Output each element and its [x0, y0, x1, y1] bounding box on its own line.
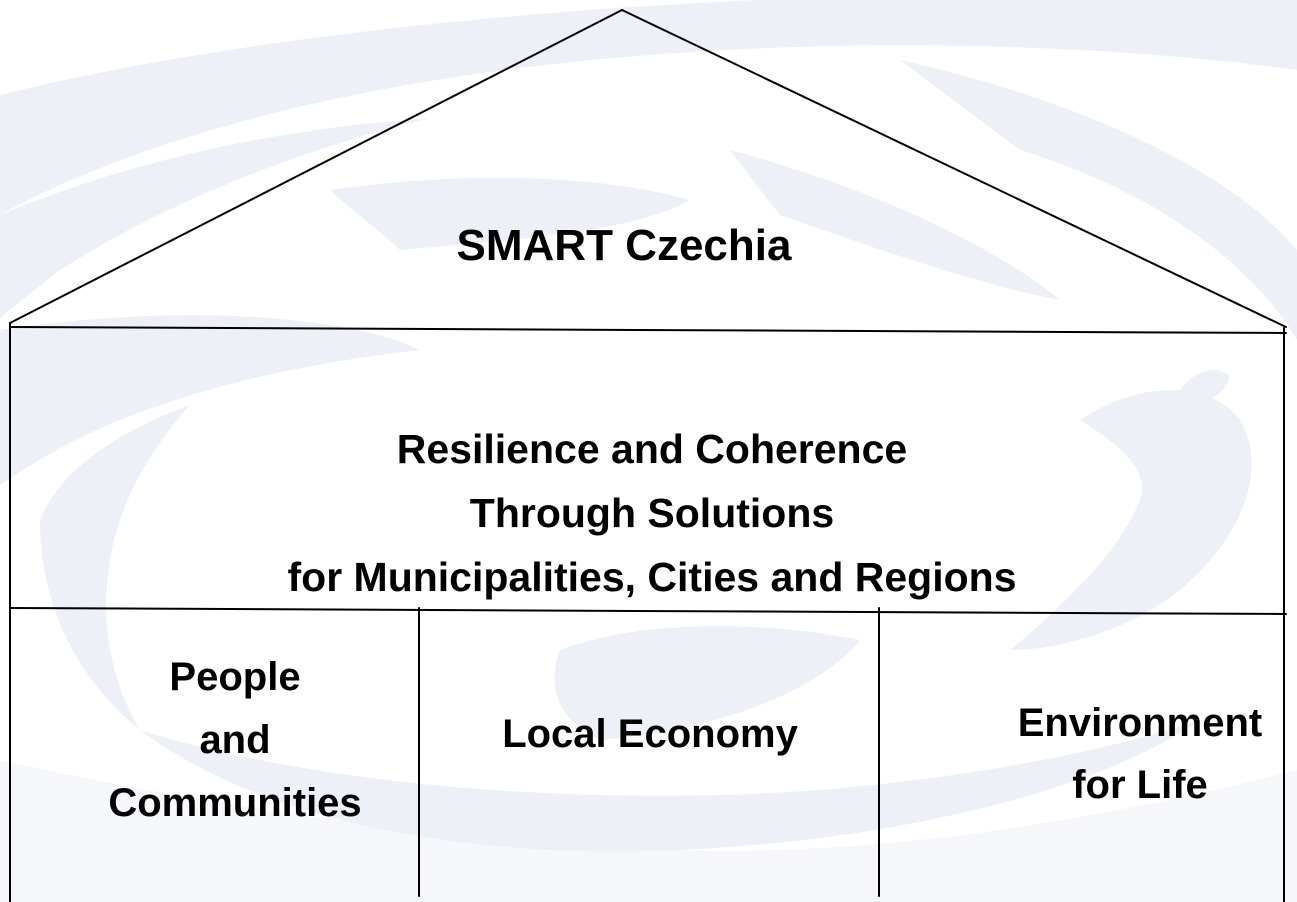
band-base-line [9, 607, 1287, 615]
pillar-1-line-2: and [199, 718, 271, 762]
pillar-2-line-1: Local Economy [502, 712, 798, 756]
band-line-3: for Municipalities, Cities and Regions [287, 554, 1017, 600]
band-line-1: Resilience and Coherence [396, 426, 908, 472]
pillar-3-line-1: Environment [1017, 701, 1263, 745]
pillar-local-economy: Local Economy [440, 706, 860, 762]
roof-right-edge [621, 9, 1287, 328]
pillar-3-line-2: for Life [1072, 763, 1208, 807]
roof-left-edge [9, 9, 623, 324]
foundation-band-text: Resilience and Coherence Through Solutio… [150, 417, 1154, 609]
pillar-1-line-1: People [169, 655, 301, 699]
roof-title: SMART Czechia [456, 221, 792, 270]
pillar-people-and-communities: People and Communities [40, 646, 430, 835]
roof-base-line [9, 326, 1287, 334]
pillar-environment-for-life: Environment for Life [995, 692, 1285, 816]
pillar-1-line-3: Communities [108, 781, 362, 825]
band-line-2: Through Solutions [469, 490, 835, 536]
